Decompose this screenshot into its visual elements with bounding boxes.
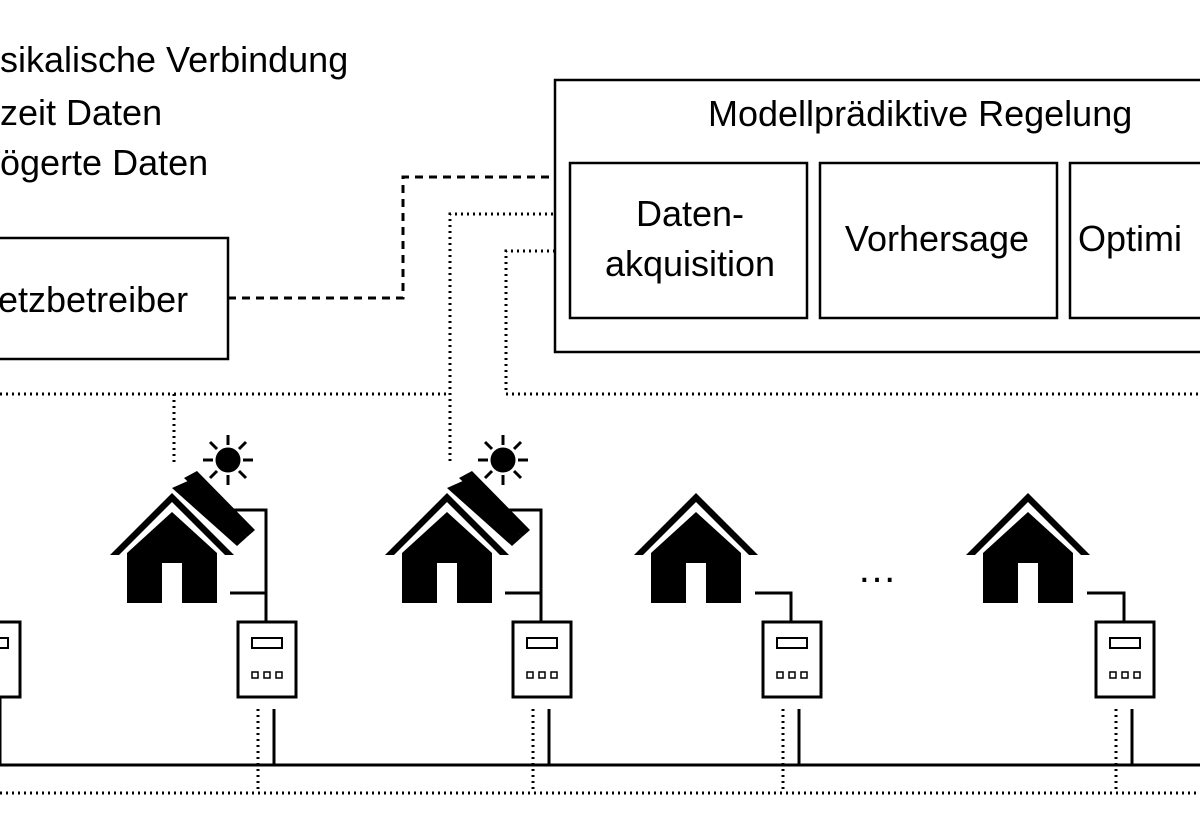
smart-meter-icon: [511, 620, 573, 699]
pv-wiring-1: [230, 508, 268, 622]
smart-meter-icon: [236, 620, 298, 699]
optimization-module-frame: [1068, 161, 1200, 320]
pv-wiring-2: [505, 508, 543, 622]
house-icon: [110, 493, 234, 603]
house-icon: [966, 493, 1090, 603]
legend-physical-connection: sikalische Verbindung: [0, 39, 348, 80]
dotted-data-line-left: [0, 212, 555, 462]
smart-meter-icon: [761, 620, 823, 699]
solar-panel-icon: [172, 471, 255, 546]
meter-grid-connections: [0, 697, 1134, 765]
acquisition-module-line2: akquisition: [605, 243, 775, 284]
forecast-module-frame: [818, 161, 1059, 320]
more-houses-ellipsis: …: [857, 547, 897, 591]
house-icon: [385, 493, 509, 603]
smart-meter-icon: [0, 620, 22, 699]
meter-data-taps: [256, 709, 1118, 793]
dotted-data-line-right: [504, 249, 1200, 396]
legend: sikalische Verbindung zeit Daten ögerte …: [0, 39, 348, 183]
mpc-frame: [553, 78, 1200, 354]
grid-operator-label: etzbetreiber: [0, 279, 188, 320]
legend-realtime-data: zeit Daten: [0, 92, 162, 133]
sun-icon: [203, 435, 253, 485]
grid-operator-box: etzbetreiber: [0, 236, 230, 361]
mpc-box: Modellprädiktive Regelung Daten- akquisi…: [553, 78, 1200, 354]
optimization-module-label: Optimi: [1078, 218, 1182, 259]
house-wiring-4: [1087, 591, 1126, 622]
house-icon: [634, 493, 758, 603]
forecast-module-label: Vorhersage: [845, 218, 1029, 259]
mpc-title: Modellprädiktive Regelung: [708, 93, 1132, 134]
legend-delayed-data: ögerte Daten: [0, 142, 208, 183]
house-wiring-3: [755, 591, 793, 622]
acquisition-module-line1: Daten-: [636, 193, 744, 234]
smart-meter-icon: [1094, 620, 1156, 699]
solar-panel-icon: [447, 471, 530, 546]
acquisition-module-frame: [568, 161, 809, 320]
operator-to-mpc-dashed-line: [228, 175, 555, 300]
sun-icon: [478, 435, 528, 485]
